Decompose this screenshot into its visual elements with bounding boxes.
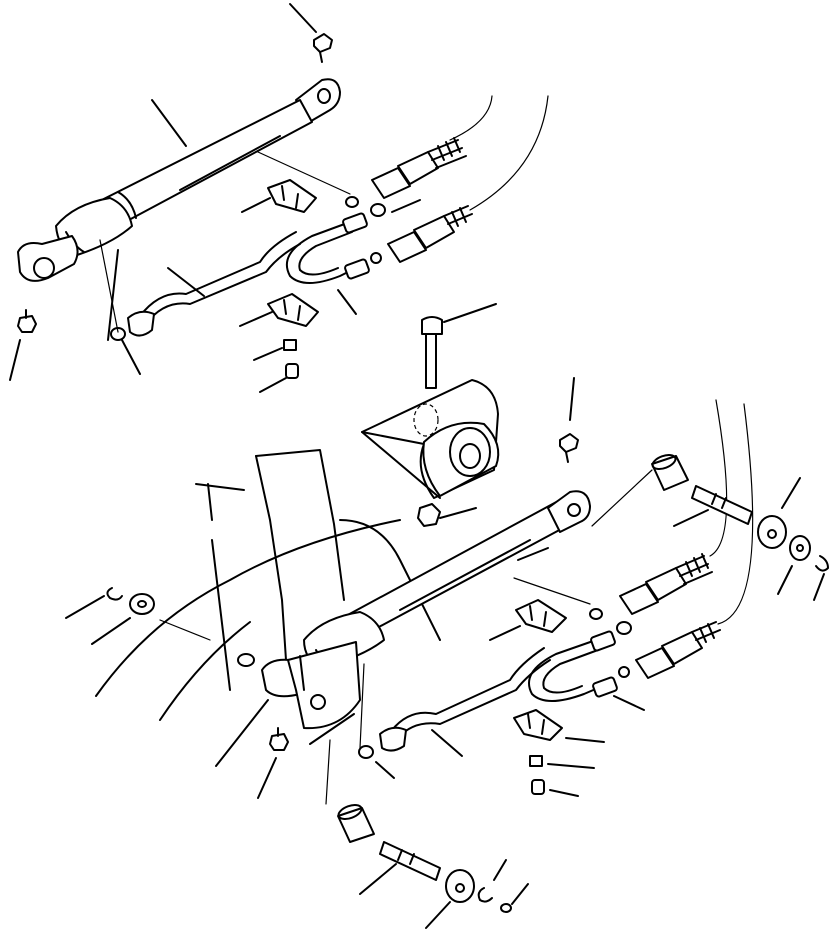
upper-grease-fitting-bottom — [17, 309, 37, 333]
pivot-bracket — [361, 379, 500, 499]
right-pin-assembly — [591, 454, 829, 601]
pivot-nut — [417, 503, 477, 527]
upper-cylinder-head-end — [17, 235, 79, 282]
lower-left-washer — [65, 587, 155, 645]
upper-leader-lines — [9, 3, 317, 381]
upper-reference-lines — [99, 151, 351, 333]
upper-cylinder-body — [55, 99, 313, 257]
lower-cylinder-assembly — [65, 377, 829, 929]
upper-cylinder-assembly — [9, 3, 549, 393]
long-bolt — [421, 303, 497, 389]
upper-hose-fittings — [371, 95, 549, 263]
lower-clamp-bottom — [513, 709, 605, 743]
upper-clamp-bolts — [253, 339, 299, 393]
loader-frame — [95, 449, 441, 721]
lower-grease-fitting-top — [559, 377, 579, 463]
lower-grease-fitting-bottom — [269, 727, 289, 751]
lower-leader-lines — [215, 577, 591, 799]
lower-hose-fittings — [619, 399, 754, 679]
lower-cylinder-body — [303, 499, 579, 669]
upper-o-rings — [110, 196, 386, 341]
upper-grease-fitting-top — [313, 33, 333, 63]
lower-cylinder-rod-end — [517, 490, 591, 561]
upper-u-hose — [285, 212, 370, 315]
lower-pipe — [379, 647, 551, 757]
pivot-bracket-assembly — [361, 303, 500, 527]
upper-pipe — [127, 231, 301, 337]
lower-cylinder-head-end — [261, 641, 361, 730]
lower-u-hose — [528, 630, 645, 711]
lower-clamp-bolts — [529, 755, 595, 797]
lower-clamp-top — [489, 599, 567, 641]
bottom-pin-assembly — [325, 739, 529, 929]
upper-clamp-top — [241, 179, 317, 213]
lower-o-rings — [358, 608, 632, 779]
upper-clamp-bottom — [239, 293, 319, 327]
